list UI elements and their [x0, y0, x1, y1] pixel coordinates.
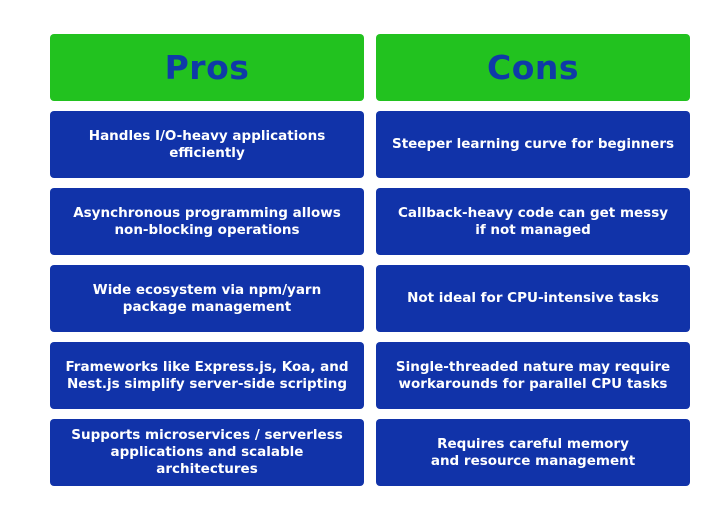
pros-item: Supports microservices / serverless appl… — [50, 419, 364, 486]
pros-column: Pros Handles I/O-heavy applications effi… — [50, 34, 364, 486]
pros-item: Asynchronous programming allows non-bloc… — [50, 188, 364, 255]
cons-item: Requires careful memory and resource man… — [376, 419, 690, 486]
pros-header: Pros — [50, 34, 364, 101]
pros-item: Wide ecosystem via npm/yarn package mana… — [50, 265, 364, 332]
cons-item: Callback-heavy code can get messy if not… — [376, 188, 690, 255]
cons-item: Not ideal for CPU-intensive tasks — [376, 265, 690, 332]
pros-item: Handles I/O-heavy applications efficient… — [50, 111, 364, 178]
cons-header: Cons — [376, 34, 690, 101]
cons-item: Steeper learning curve for beginners — [376, 111, 690, 178]
cons-item: Single-threaded nature may require worka… — [376, 342, 690, 409]
pros-item: Frameworks like Express.js, Koa, and Nes… — [50, 342, 364, 409]
cons-column: Cons Steeper learning curve for beginner… — [376, 34, 690, 486]
